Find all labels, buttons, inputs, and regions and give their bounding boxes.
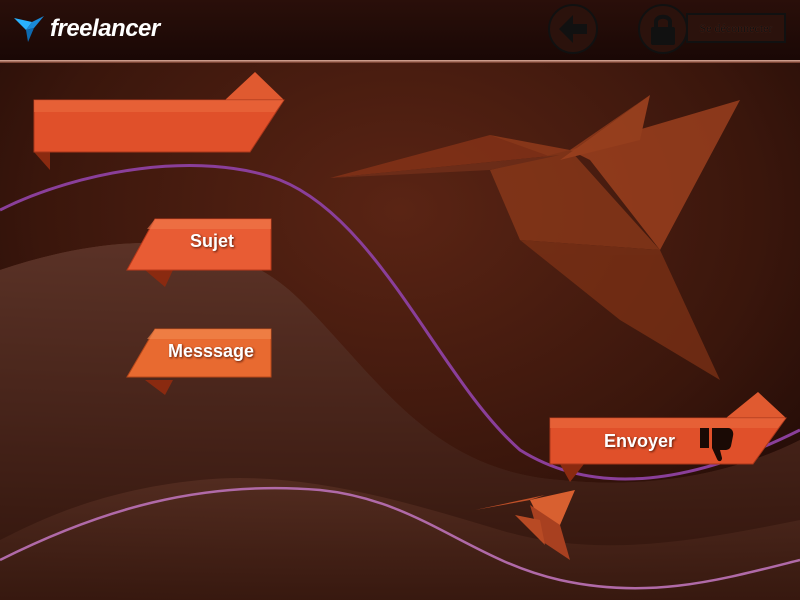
arrow-left-icon (559, 15, 587, 43)
subject-button[interactable] (125, 215, 275, 290)
logout-button[interactable]: Se déconnecter (686, 13, 786, 43)
message-button[interactable] (125, 325, 275, 400)
send-label: Envoyer (604, 431, 676, 451)
lock-button[interactable] (638, 4, 688, 54)
freelancer-logo: freelancer (12, 10, 160, 48)
title-ribbon (33, 72, 285, 170)
top-divider (0, 60, 800, 63)
subject-label: Sujet (190, 231, 235, 251)
thumbs-down-icon (700, 428, 734, 462)
logo-text: freelancer (50, 15, 160, 42)
message-label: Messsage (168, 341, 255, 361)
back-button[interactable] (548, 4, 598, 54)
lock-icon (651, 14, 675, 45)
bird-logo-icon (14, 16, 44, 42)
